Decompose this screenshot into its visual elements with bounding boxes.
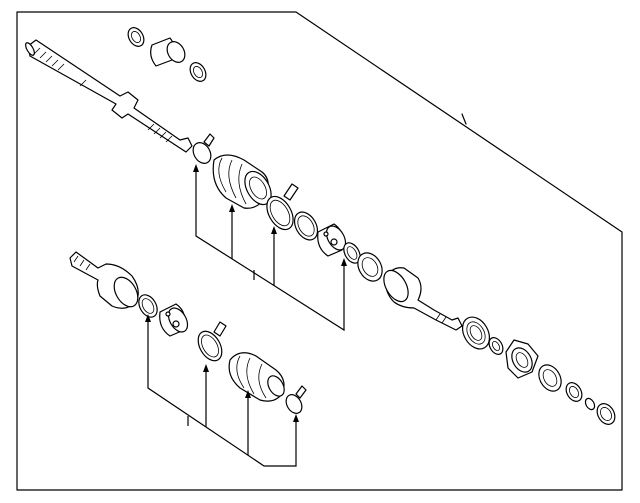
boot-clamp-lower-small <box>285 385 307 414</box>
boot-clamp-lower-large <box>197 321 227 362</box>
leader-lines-lower <box>145 314 299 467</box>
boot-clamp-upper-large <box>266 183 299 231</box>
boot-clamp-upper-small <box>192 133 215 164</box>
cv-boot-upper <box>212 154 272 209</box>
bearing-ring <box>461 316 491 350</box>
tripod-joint-lower <box>159 303 189 337</box>
ring-small-right <box>488 337 504 355</box>
outer-housing-stub <box>383 267 463 331</box>
snap-ring-lower <box>138 294 158 318</box>
spacer-end <box>166 41 186 63</box>
support-bearing-bracket <box>505 339 539 379</box>
ring-part <box>131 31 141 43</box>
ring-part <box>127 27 145 47</box>
ring-part <box>193 66 203 78</box>
axle-shaft <box>25 39 193 153</box>
tripod-joint-upper <box>317 223 347 257</box>
small-rings-top-group <box>127 27 207 82</box>
inner-joint-lower <box>69 251 139 309</box>
ring-part <box>189 62 207 82</box>
cv-boot-lower <box>228 352 285 402</box>
snap-ring-upper <box>293 211 319 241</box>
leader-lines-upper <box>193 164 347 332</box>
washers-right-group <box>538 364 616 425</box>
ring-upper-small <box>343 242 361 264</box>
frame-tick <box>461 113 467 125</box>
seal-upper <box>357 252 383 282</box>
frame-outline <box>16 11 623 491</box>
